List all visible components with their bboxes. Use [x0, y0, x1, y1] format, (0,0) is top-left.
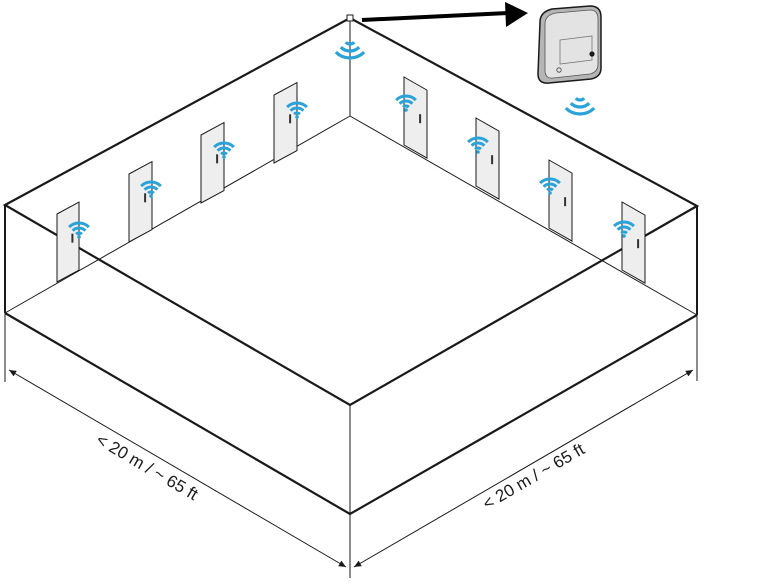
- door-sensor-icon: [216, 154, 219, 164]
- door: [621, 201, 646, 284]
- arrow-right-icon: [361, 2, 528, 27]
- door: [548, 159, 573, 242]
- wifi-signal-icon: [395, 94, 417, 112]
- door: [475, 117, 500, 200]
- wifi-signal-icon: [68, 221, 90, 239]
- door-sensor-icon: [564, 197, 567, 207]
- door-sensor-icon: [637, 239, 640, 249]
- dim-arrow-left: [8, 369, 347, 568]
- wifi-signal-icon: [539, 177, 561, 195]
- dimension-lines: [4, 313, 698, 578]
- door: [128, 160, 153, 243]
- wifi-signals: [68, 40, 635, 239]
- room-bottom-edge: [4, 312, 698, 516]
- door-sensor-icon: [419, 114, 422, 124]
- gateway-device-icon: [537, 5, 602, 84]
- doors: [56, 76, 646, 284]
- receiver-sensor-icon: [346, 14, 354, 22]
- dim-arrow-right: [353, 369, 694, 568]
- wifi-signal-icon: [286, 101, 308, 119]
- door-sensor-icon: [491, 155, 494, 165]
- wifi-signal-icon: [564, 96, 596, 116]
- door: [273, 81, 298, 164]
- door-sensor-icon: [144, 193, 147, 203]
- door: [403, 76, 428, 159]
- wifi-signal-icon: [467, 136, 489, 154]
- door: [56, 201, 80, 283]
- door: [200, 121, 225, 204]
- wifi-signal-icon: [613, 220, 635, 238]
- door-sensor-icon: [289, 114, 292, 124]
- wifi-signal-icon: [334, 40, 366, 60]
- dim-label-right: < 20 m / ~ 65 ft: [479, 439, 588, 513]
- wifi-signal-icon: [213, 141, 235, 159]
- dim-label-left: < 20 m / ~ 65 ft: [93, 430, 202, 504]
- door-sensor-icon: [71, 233, 74, 243]
- wifi-signal-icon: [140, 180, 162, 198]
- floor-back-right: [349, 115, 698, 316]
